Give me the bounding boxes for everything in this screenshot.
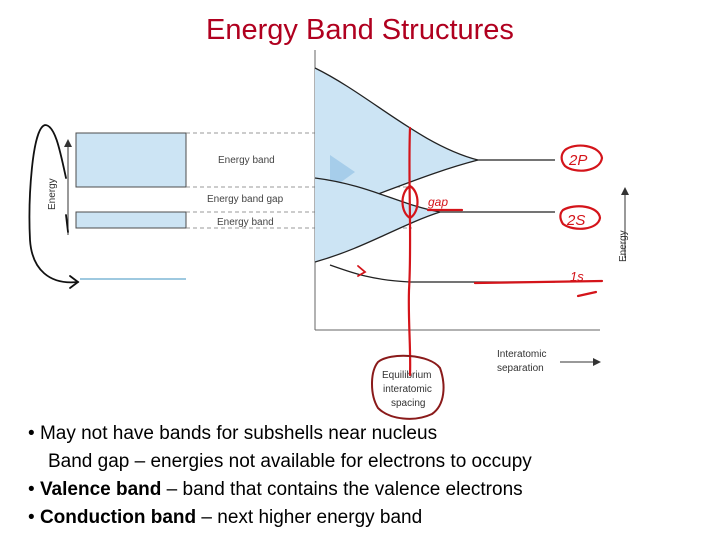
label-gap: gap <box>428 195 448 209</box>
left-loop-arrow <box>28 124 79 284</box>
left-tick <box>65 214 69 233</box>
bullet-item: Band gap – energies not available for el… <box>28 448 708 476</box>
core-level-extension <box>473 279 604 285</box>
bullet-item: • Valence band – band that contains the … <box>28 476 708 504</box>
core-level-tick <box>576 290 598 298</box>
gap-label: Energy band gap <box>207 194 284 205</box>
bullet-term: Conduction band <box>39 507 197 528</box>
band-structure-diagram: Energy Energy band Energy band gap Energ… <box>28 50 629 420</box>
equilibrium-label-line3: spacing <box>391 398 425 409</box>
handwritten-annotations <box>28 124 604 420</box>
lower-band-region <box>315 178 440 262</box>
circle-equilibrium <box>371 354 445 420</box>
equilibrium-label-line2: interatomic <box>383 384 432 395</box>
bullet-marker: • <box>28 423 40 444</box>
x-axis-label-line1: Interatomic <box>497 349 546 360</box>
label-1s: 1s <box>570 269 584 284</box>
label-2p: 2P <box>568 152 587 169</box>
bullet-text: May not have bands for subshells near nu… <box>39 423 438 444</box>
bullet-list: • May not have bands for subshells near … <box>28 420 708 532</box>
circle-2p <box>560 144 604 172</box>
bullet-marker: • <box>28 507 40 528</box>
left-panel: Energy Energy band Energy band gap Energ… <box>47 132 412 280</box>
upper-band-region <box>315 68 478 215</box>
equilibrium-marker-line <box>407 126 412 377</box>
red-arrow-tip <box>357 265 367 277</box>
x-axis-label-line2: separation <box>497 363 544 374</box>
lower-energy-band <box>75 211 187 229</box>
lower-band-bottom-curve <box>314 211 441 263</box>
left-arrow-head <box>69 275 80 289</box>
slide-title: Energy Band Structures <box>206 14 514 46</box>
bullet-item: • May not have bands for subshells near … <box>28 420 708 448</box>
upper-band-label: Energy band <box>218 155 275 166</box>
bullet-term: Valence band <box>39 479 162 500</box>
handwritten-labels: 2P 2S 1s gap <box>428 152 587 284</box>
right-panel: Energy Interatomic separation Equilibriu… <box>314 50 629 409</box>
core-level-curve <box>329 264 555 283</box>
energy-axis-label-right: Energy <box>618 230 629 262</box>
bullet-text: Band gap – energies not available for el… <box>48 451 532 472</box>
bullet-marker: • <box>28 479 40 500</box>
upper-band-top-curve <box>314 67 555 161</box>
equilibrium-label-line1: Equilibrium <box>382 370 431 381</box>
energy-axis-label-left: Energy <box>47 178 58 210</box>
upper-energy-band <box>75 132 187 188</box>
gap-bracket <box>401 184 419 220</box>
label-2s: 2S <box>566 212 585 229</box>
bullet-text: – band that contains the valence electro… <box>161 479 523 500</box>
bullet-item: • Conduction band – next higher energy b… <box>28 504 708 532</box>
lower-band-label: Energy band <box>217 217 274 228</box>
circle-2s <box>559 205 602 230</box>
bullet-text: – next higher energy band <box>196 507 423 528</box>
